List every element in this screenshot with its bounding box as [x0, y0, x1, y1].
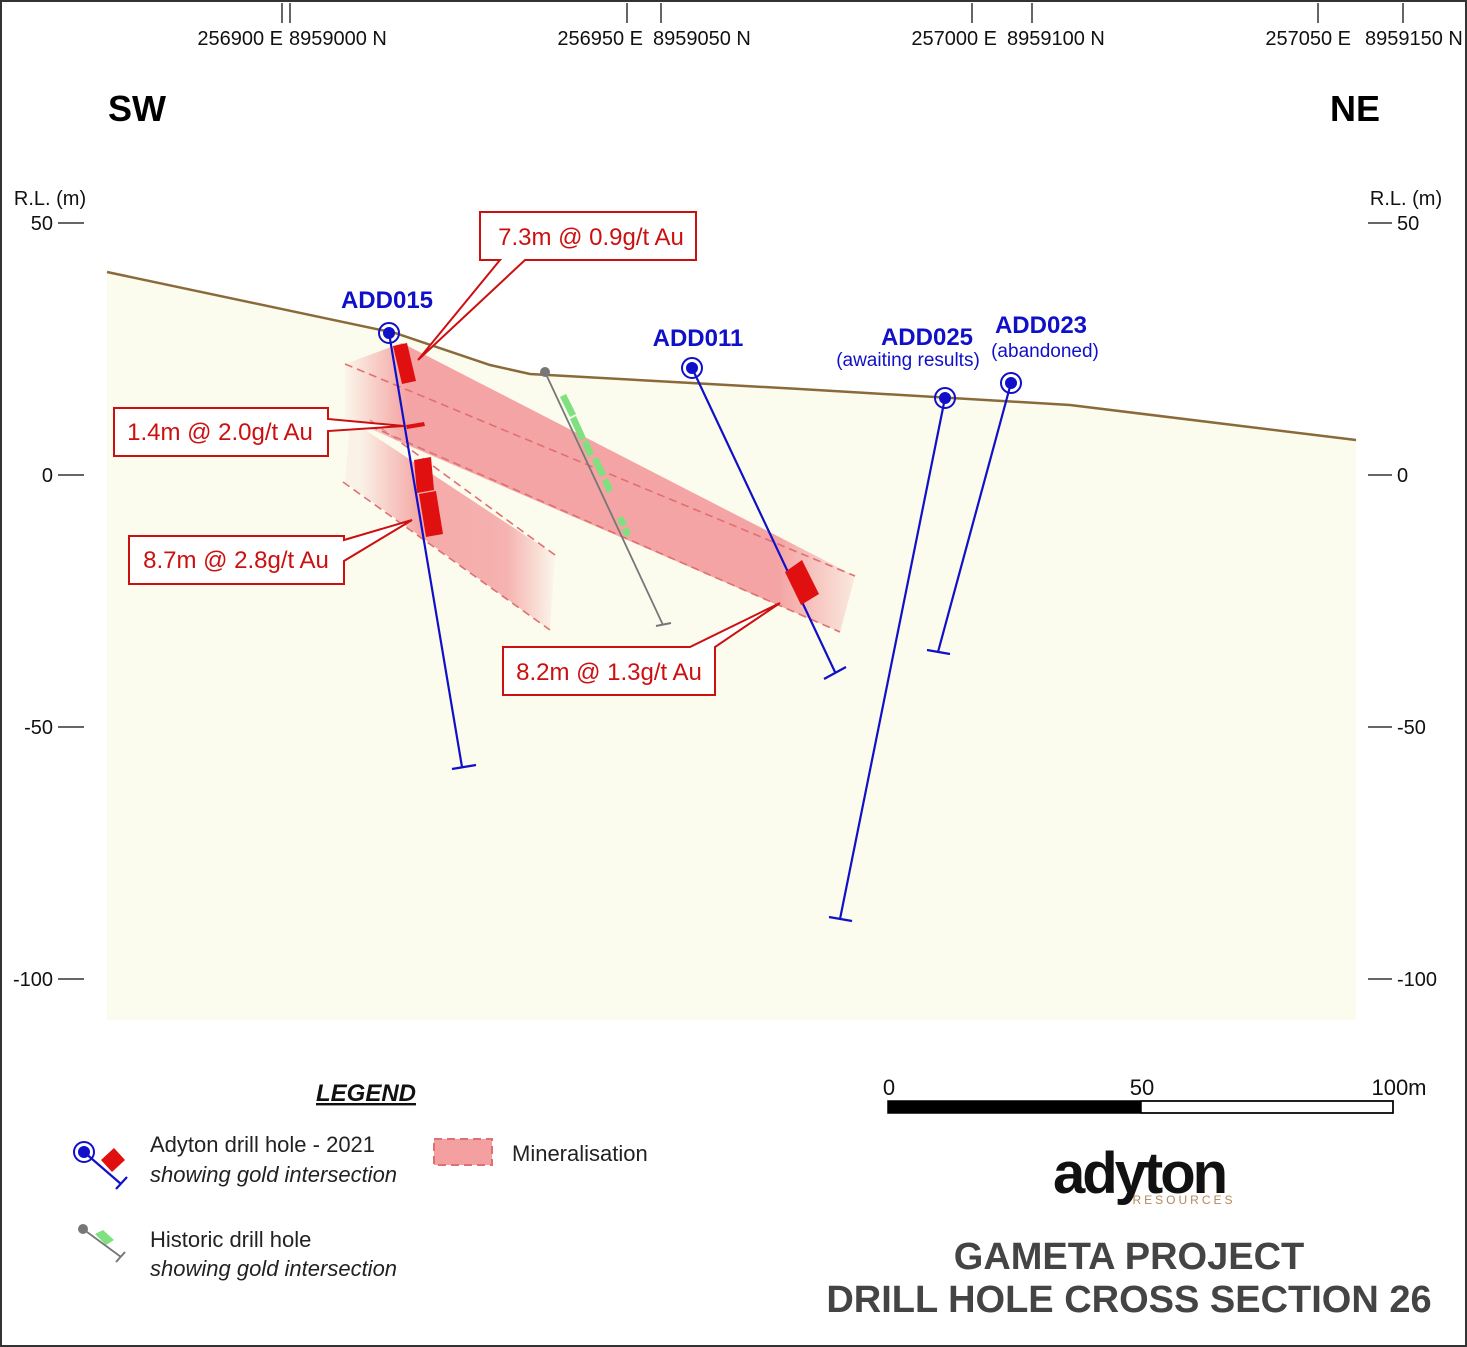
- hole-label-add015: ADD015: [341, 287, 433, 314]
- easting-label-3: 257000 E: [911, 28, 997, 50]
- northing-label-3: 8959100 N: [1007, 28, 1105, 50]
- rl-axis-title-right: R.L. (m): [1370, 188, 1442, 210]
- legend-adyton-line1: Adyton drill hole - 2021: [150, 1132, 375, 1157]
- rl-axis-right: R.L. (m) 50 0 -50 -100: [1368, 188, 1442, 991]
- rl-tick-left-minus100: -100: [13, 969, 53, 991]
- ground-fill: [107, 272, 1356, 1020]
- drill-hole-add025[interactable]: [828, 387, 956, 923]
- legend-adyton-line2: showing gold intersection: [150, 1162, 397, 1187]
- rl-tick-right-minus100: -100: [1397, 969, 1437, 991]
- easting-label-4: 257050 E: [1265, 28, 1351, 50]
- callout-8-7m-text: 8.7m @ 2.8g/t Au: [143, 547, 329, 574]
- callout-8-2m-text: 8.2m @ 1.3g/t Au: [516, 659, 702, 686]
- rl-tick-right-0: 0: [1397, 465, 1408, 487]
- legend-historic-symbol: [78, 1224, 126, 1263]
- scale-label-0: 0: [883, 1075, 895, 1100]
- legend-historic-line2: showing gold intersection: [150, 1256, 397, 1281]
- rl-tick-right-50: 50: [1397, 213, 1419, 235]
- rl-tick-left-0: 0: [42, 465, 53, 487]
- legend-adyton-symbol: [73, 1141, 128, 1190]
- intersection-add011: [785, 560, 819, 605]
- easting-label-2: 256950 E: [557, 28, 643, 50]
- logo-subtitle: RESOURCES: [1132, 1193, 1235, 1207]
- hole-label-add025: ADD025: [881, 324, 973, 351]
- northing-label-1: 8959000 N: [289, 28, 387, 50]
- legend-mineralisation-symbol: [433, 1138, 493, 1166]
- northing-label-4: 8959150 N: [1365, 28, 1463, 50]
- rl-tick-left-50: 50: [31, 213, 53, 235]
- callout-7-3m-text: 7.3m @ 0.9g/t Au: [498, 224, 684, 251]
- hole-label-add023: ADD023: [995, 312, 1087, 339]
- title-line-1: GAMETA PROJECT: [954, 1236, 1304, 1278]
- legend-title: LEGEND: [316, 1080, 416, 1107]
- direction-sw: SW: [108, 88, 166, 129]
- hole-note-add023: (abandoned): [991, 341, 1099, 362]
- historic-drill-hole: [540, 367, 672, 627]
- scale-bar: [887, 1100, 1394, 1114]
- callout-7-3m: 7.3m @ 0.9g/t Au: [417, 211, 697, 361]
- hole-note-add025: (awaiting results): [836, 350, 980, 371]
- hole-label-add011: ADD011: [653, 325, 744, 352]
- drill-hole-add011[interactable]: [681, 357, 847, 680]
- intersections-add015: [393, 343, 443, 537]
- mineralisation-zone-lower: [342, 419, 556, 631]
- drill-hole-add015[interactable]: [378, 322, 477, 771]
- rl-axis-left: R.L. (m) 50 0 -50 -100: [13, 188, 86, 991]
- title-line-2: DRILL HOLE CROSS SECTION 26: [826, 1279, 1431, 1321]
- scale-label-50: 50: [1130, 1075, 1154, 1100]
- callout-8-2m: 8.2m @ 1.3g/t Au: [502, 602, 781, 696]
- callout-8-7m: 8.7m @ 2.8g/t Au: [128, 519, 413, 585]
- northing-label-2: 8959050 N: [653, 28, 751, 50]
- scale-label-100: 100m: [1371, 1075, 1426, 1100]
- legend-mineralisation-label: Mineralisation: [512, 1141, 648, 1166]
- rl-tick-right-minus50: -50: [1397, 717, 1426, 739]
- callout-1-4m: 1.4m @ 2.0g/t Au: [113, 407, 405, 457]
- callout-1-4m-text: 1.4m @ 2.0g/t Au: [127, 419, 313, 446]
- adyton-logo: adyton RESOURCES: [1053, 1141, 1235, 1207]
- logo-wordmark: adyton: [1053, 1141, 1225, 1206]
- coordinate-ticks: [281, 3, 1404, 23]
- direction-ne: NE: [1330, 88, 1380, 129]
- legend-historic-line1: Historic drill hole: [150, 1227, 311, 1252]
- easting-label-1: 256900 E: [197, 28, 283, 50]
- rl-tick-left-minus50: -50: [24, 717, 53, 739]
- drill-hole-add023[interactable]: [926, 372, 1022, 656]
- rl-axis-title-left: R.L. (m): [14, 188, 86, 210]
